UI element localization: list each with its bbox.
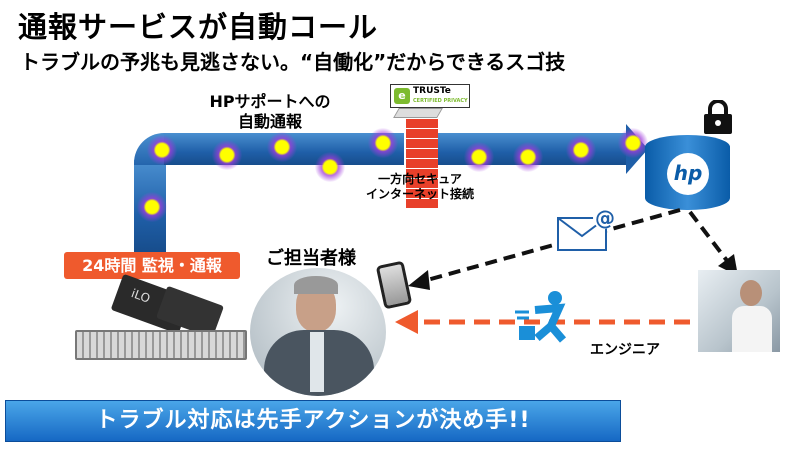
data-dot <box>618 128 648 158</box>
truste-tagline: CERTIFIED PRIVACY <box>413 98 468 104</box>
running-engineer-icon <box>515 291 567 343</box>
monitoring-badge: 24時間 監視・通報 <box>64 252 240 279</box>
firewall-label: 一方向セキュア インターネット接続 <box>360 172 480 202</box>
data-dot <box>464 142 494 172</box>
contact-person-photo <box>250 268 386 396</box>
data-dot <box>267 132 297 162</box>
data-dot <box>368 128 398 158</box>
lock-icon <box>704 100 732 134</box>
page-subtitle: トラブルの予兆も見逃さない。“自働化”だからできるスゴ技 <box>20 50 566 74</box>
flow-label-line1: HPサポートへの <box>209 92 331 111</box>
email-icon: @ <box>557 206 615 251</box>
engineer-label: エンジニア <box>590 342 660 358</box>
svg-text:@: @ <box>595 206 615 230</box>
page-title: 通報サービスが自動コール <box>18 10 379 44</box>
truste-logo-icon: e <box>394 88 410 104</box>
bottom-banner: トラブル対応は先手アクションが決め手!! <box>5 400 621 442</box>
data-dot <box>566 135 596 165</box>
firewall-label-line2: インターネット接続 <box>365 187 474 201</box>
truste-name: TRUSTe <box>413 86 451 96</box>
data-dot <box>315 152 345 182</box>
truste-badge: e TRUSTe CERTIFIED PRIVACY <box>390 84 470 108</box>
server-rack <box>75 330 247 360</box>
contact-label: ご担当者様 <box>266 248 356 269</box>
firewall-label-line1: 一方向セキュア <box>378 172 462 186</box>
hp-support-server: hp <box>645 135 730 210</box>
data-dot <box>513 142 543 172</box>
flow-label-line2: 自動通報 <box>237 112 302 131</box>
notify-arrow-to-contact <box>419 208 681 284</box>
notify-arrow-to-operator <box>688 210 730 264</box>
flow-label: HPサポートへの 自動通報 <box>190 92 350 132</box>
firewall-bricks <box>406 118 438 208</box>
hp-logo: hp <box>667 153 709 195</box>
data-dot <box>212 140 242 170</box>
data-dot <box>137 192 167 222</box>
operator-photo <box>698 270 780 352</box>
data-dot <box>147 135 177 165</box>
firewall <box>393 108 443 208</box>
